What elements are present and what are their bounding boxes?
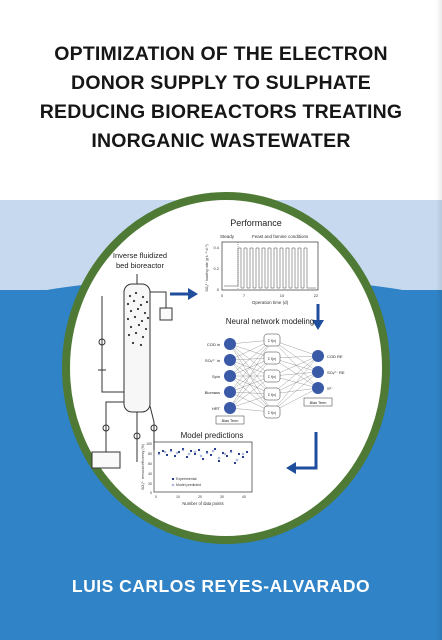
pred-model-points	[157, 448, 245, 462]
title-line-1: OPTIMIZATION OF THE ELECTRON	[54, 43, 388, 65]
nn-output-label-2: S²⁻	[327, 386, 333, 391]
pred-ytick-3: 40	[148, 472, 152, 476]
performance-steady-label: Steady	[220, 234, 235, 239]
nn-hidden-label-0: Σ f(x)	[268, 339, 276, 343]
nn-hidden-label-3: Σ f(x)	[268, 393, 276, 397]
nn-input-label-0: COD in	[207, 342, 220, 347]
pred-ytick-1: 80	[148, 452, 152, 456]
cover-edge-shade	[436, 0, 442, 640]
bias-box-left	[215, 415, 245, 425]
nn-title: Neural network modeling	[226, 317, 315, 326]
pred-xlabel: Number of data points	[182, 501, 223, 506]
title-line-2: DONOR SUPPLY TO SULPHATE	[71, 72, 371, 94]
legend-experimental-marker	[172, 478, 174, 480]
book-title: OPTIMIZATION OF THE ELECTRON DONOR SUPPL…	[10, 40, 432, 156]
performance-feast-label: Feast and famine conditions	[252, 234, 309, 239]
nn-hidden-label-1: Σ f(x)	[268, 357, 276, 361]
pred-ytick-0: 100	[146, 442, 152, 446]
performance-plot	[221, 241, 319, 291]
nn-output-label-0: COD RE	[327, 354, 343, 359]
perf-ytick-0: 0.4	[213, 245, 219, 250]
nn-hidden-label-4: Σ f(x)	[268, 411, 276, 415]
author-name: LUIS CARLOS REYES-ALVARADO	[71, 576, 371, 596]
nn-hidden-label-2: Σ f(x)	[268, 375, 276, 379]
title-line-3: REDUCING BIOREACTORS TREATING	[39, 101, 403, 123]
nn-output-nodes	[312, 350, 324, 394]
pred-xtick-0: 0	[155, 495, 157, 499]
title-line-4: INORGANIC WASTEWATER	[91, 130, 351, 152]
arrow-to-neural-network	[312, 304, 324, 330]
pred-ytick-2: 60	[148, 462, 152, 466]
pred-plot	[153, 441, 253, 493]
green-ring	[62, 192, 390, 544]
pred-xtick-2: 20	[198, 495, 202, 499]
legend-predicted-marker	[171, 483, 175, 487]
graphical-abstract-emblem: Inverse fluidized bed bioreactor	[62, 192, 390, 544]
performance-xlabel: Operation time (d)	[252, 300, 289, 305]
perf-xtick-2: 10	[280, 293, 285, 298]
pred-ylabel: SO₄²⁻ removal efficiency (%)	[141, 444, 145, 490]
nn-input-label-1: SO₄²⁻ in	[205, 358, 220, 363]
reactor-label-line-1: Inverse fluidized	[113, 251, 167, 260]
pred-xtick-1: 10	[176, 495, 180, 499]
nn-input-label-3: Biomass	[205, 390, 220, 395]
pred-title: Model predictions	[181, 431, 244, 440]
perf-xtick-0: 0	[221, 293, 224, 298]
reactor-particles	[126, 291, 150, 347]
pred-ytick-4: 20	[148, 482, 152, 486]
nn-output-label-1: SO₄²⁻ RE	[327, 370, 345, 375]
performance-ylabel: SO₄²⁻ loading rate (g·L⁻¹·d⁻¹)	[205, 244, 209, 292]
pred-x-ticks: 0 10 20 30 40	[155, 495, 246, 499]
legend-predicted-label: Model predicted	[176, 483, 201, 487]
reactor-diagram	[91, 274, 173, 469]
pred-xtick-4: 40	[242, 495, 246, 499]
pred-ytick-5: 0	[150, 491, 152, 495]
legend-experimental-label: Experimental	[176, 477, 197, 481]
perf-xtick-1: 7	[243, 293, 246, 298]
arrow-to-performance	[170, 288, 198, 300]
arrow-to-predictions	[286, 432, 318, 474]
pred-y-ticks: 100 80 60 40 20 0	[146, 442, 152, 495]
nn-hidden-nodes	[263, 333, 281, 419]
perf-xtick-3: 22	[314, 293, 319, 298]
nn-input-label-4: HRT	[212, 406, 221, 411]
pred-xtick-3: 30	[220, 495, 224, 499]
bias-box-right	[303, 397, 333, 407]
perf-ytick-1: 0.2	[213, 266, 219, 271]
nn-input-nodes	[224, 338, 236, 414]
reactor-label-line-2: bed bioreactor	[116, 261, 164, 270]
performance-title: Performance	[230, 218, 282, 228]
bias-label-right: Bias Term	[310, 401, 327, 405]
perf-ytick-2: 0	[217, 287, 220, 292]
bias-label-left: Bias Term	[222, 419, 239, 423]
nn-connections	[229, 339, 319, 413]
nn-input-label-2: Spin	[212, 374, 220, 379]
